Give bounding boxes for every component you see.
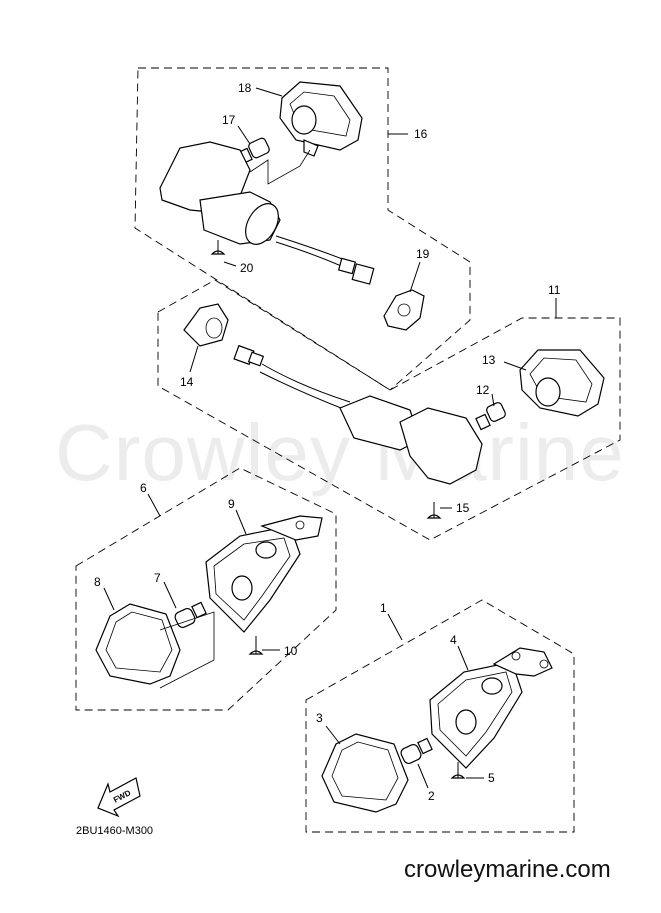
leader-18 bbox=[255, 87, 283, 97]
assembly-1: 1 4 3 2 5 bbox=[305, 599, 575, 833]
callout-1[interactable]: 1 bbox=[380, 601, 387, 615]
leader-14 bbox=[189, 345, 199, 373]
bracket-4-hole-b bbox=[539, 659, 549, 669]
holder-14-hole bbox=[205, 317, 223, 339]
callout-4[interactable]: 4 bbox=[450, 633, 457, 647]
connector-11-b bbox=[247, 351, 265, 367]
leader-6 bbox=[147, 493, 161, 517]
leader-2 bbox=[417, 763, 429, 789]
bulb-2-base bbox=[417, 737, 433, 755]
assembly-6: 6 9 7 8 10 bbox=[75, 467, 337, 711]
housing-16-stem bbox=[245, 203, 279, 245]
bulb-7-shape bbox=[174, 607, 196, 629]
bracket-4-grommet bbox=[481, 677, 503, 695]
watermark: Crowley Marine bbox=[55, 408, 625, 497]
leader-7 bbox=[163, 581, 177, 609]
cable-11 bbox=[261, 363, 351, 403]
callout-7[interactable]: 7 bbox=[154, 571, 161, 585]
leader-19 bbox=[409, 261, 421, 293]
callout-13[interactable]: 13 bbox=[482, 353, 496, 367]
callout-15[interactable]: 15 bbox=[456, 501, 470, 515]
cable-11b bbox=[259, 371, 347, 411]
leader-13 bbox=[503, 361, 527, 371]
assembly-11-boundary bbox=[157, 279, 621, 541]
bracket-9-grommet bbox=[255, 541, 277, 559]
leader-4 bbox=[457, 645, 469, 671]
holder-19-hole bbox=[397, 303, 411, 317]
fwd-arrow-icon: FWD bbox=[97, 777, 141, 818]
bulb-2-shape bbox=[400, 743, 422, 765]
assembly-16-boundary bbox=[134, 67, 471, 391]
lens-8-shape bbox=[95, 603, 181, 685]
lens-18-socket bbox=[291, 105, 317, 135]
callout-16[interactable]: 16 bbox=[414, 127, 428, 141]
lens-18-tab bbox=[303, 139, 319, 157]
callout-9[interactable]: 9 bbox=[228, 497, 235, 511]
bracket-9-inner bbox=[213, 537, 291, 621]
housing-11-shape bbox=[399, 407, 483, 485]
callout-20[interactable]: 20 bbox=[240, 261, 254, 275]
bracket-9-tab bbox=[260, 515, 323, 541]
cable-16b bbox=[275, 241, 351, 271]
lens-8-guide bbox=[159, 611, 215, 689]
lens-3-shape bbox=[321, 733, 409, 813]
bracket-4-socket bbox=[455, 709, 477, 735]
bracket-9-socket bbox=[231, 575, 253, 601]
bulb-17-shape bbox=[248, 137, 270, 159]
bracket-9-hole bbox=[295, 520, 305, 530]
leader-20 bbox=[223, 261, 237, 267]
callout-2[interactable]: 2 bbox=[428, 789, 435, 803]
site-footer-text[interactable]: crowleymarine.com bbox=[404, 856, 611, 883]
lens-13-socket bbox=[535, 377, 561, 407]
callout-11[interactable]: 11 bbox=[548, 283, 561, 297]
callout-19[interactable]: 19 bbox=[416, 247, 430, 261]
bracket-4-inner bbox=[437, 671, 513, 757]
callout-12[interactable]: 12 bbox=[476, 383, 490, 397]
leader-3 bbox=[325, 725, 341, 745]
callout-8[interactable]: 8 bbox=[94, 575, 101, 589]
holder-19-shape bbox=[383, 289, 425, 331]
connector-16-b bbox=[351, 263, 375, 285]
connector-16-a bbox=[337, 257, 357, 275]
bulb-12-shape bbox=[486, 402, 506, 422]
diagram-code: 2BU1460-M300 bbox=[76, 825, 153, 837]
lens-8-inner bbox=[105, 611, 173, 673]
callout-10[interactable]: 10 bbox=[284, 644, 298, 658]
callout-14[interactable]: 14 bbox=[180, 375, 194, 389]
callout-17[interactable]: 17 bbox=[222, 113, 236, 127]
callout-5[interactable]: 5 bbox=[488, 771, 495, 785]
bracket-4-tab bbox=[492, 647, 553, 677]
cable-16 bbox=[275, 235, 351, 263]
leader-17 bbox=[237, 125, 251, 145]
callout-3[interactable]: 3 bbox=[316, 711, 323, 725]
callout-6[interactable]: 6 bbox=[140, 481, 147, 495]
assembly-6-boundary bbox=[75, 467, 337, 711]
lens-3-inner bbox=[331, 741, 399, 801]
housing-16-guide bbox=[249, 149, 311, 185]
leader-1 bbox=[387, 613, 403, 641]
bracket-9-shape bbox=[205, 525, 301, 633]
bracket-4-hole-a bbox=[511, 651, 521, 661]
bulb-12-base bbox=[475, 413, 491, 431]
assembly-11: 11 13 12 14 15 bbox=[157, 279, 621, 541]
leader-9 bbox=[235, 509, 247, 535]
fwd-arrow-shape bbox=[97, 777, 141, 818]
callout-18[interactable]: 18 bbox=[238, 81, 252, 95]
bulb-7-base bbox=[191, 601, 207, 619]
leader-12 bbox=[491, 393, 495, 407]
leader-8 bbox=[103, 587, 115, 611]
assembly-16: 18 17 16 20 19 bbox=[134, 67, 471, 391]
